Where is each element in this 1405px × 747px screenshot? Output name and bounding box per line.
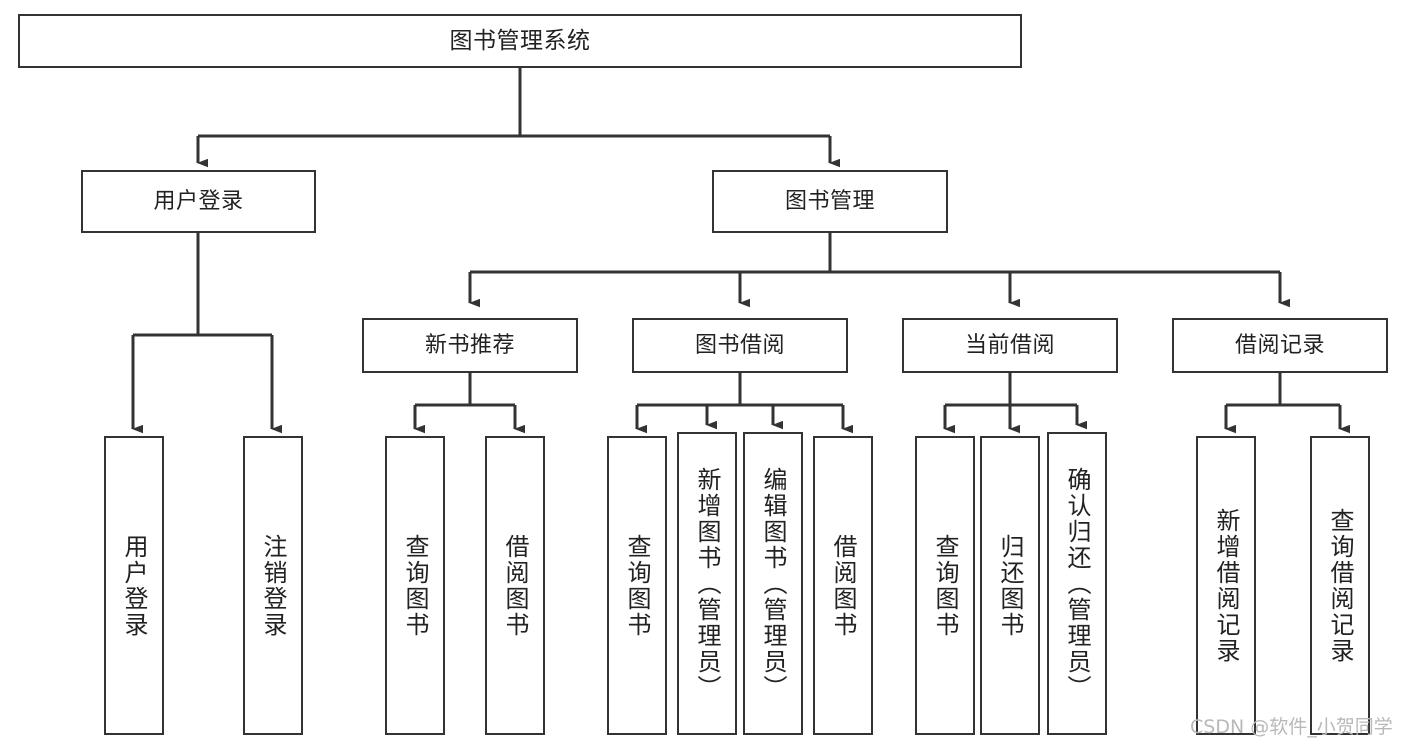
node-label: 当前借阅 bbox=[964, 332, 1055, 358]
node-current-borrow[interactable]: 当前借阅 bbox=[902, 318, 1118, 373]
node-label: 查询图书 bbox=[623, 533, 651, 638]
node-book-borrow[interactable]: 图书借阅 bbox=[632, 318, 848, 373]
node-label: 借阅图书 bbox=[501, 533, 529, 638]
node-label: 借阅图书 bbox=[829, 533, 857, 638]
leaf-borrow-record-add[interactable]: 新增借阅记录 bbox=[1196, 436, 1256, 735]
leaf-current-borrow-query[interactable]: 查询图书 bbox=[915, 436, 975, 735]
leaf-user-login-logout[interactable]: 注销登录 bbox=[243, 436, 303, 735]
node-label: 查询借阅记录 bbox=[1326, 507, 1354, 664]
node-label: 图书管理 bbox=[784, 188, 875, 214]
leaf-book-borrow-add-admin[interactable]: 新增图书（管理员） bbox=[677, 432, 737, 735]
leaf-new-book-borrow[interactable]: 借阅图书 bbox=[485, 436, 545, 735]
node-label: 用户登录 bbox=[153, 188, 244, 214]
node-root-book-management-system[interactable]: 图书管理系统 bbox=[18, 14, 1022, 68]
node-label: 用户登录 bbox=[120, 533, 148, 638]
node-label: 新增图书（管理员） bbox=[693, 466, 721, 701]
node-new-book-recommend[interactable]: 新书推荐 bbox=[362, 318, 578, 373]
leaf-book-borrow-query[interactable]: 查询图书 bbox=[607, 436, 667, 735]
node-borrow-record[interactable]: 借阅记录 bbox=[1172, 318, 1388, 373]
leaf-book-borrow-edit-admin[interactable]: 编辑图书（管理员） bbox=[743, 432, 803, 735]
node-book-management[interactable]: 图书管理 bbox=[712, 170, 948, 233]
leaf-user-login-login[interactable]: 用户登录 bbox=[104, 436, 164, 735]
node-label: 图书管理系统 bbox=[449, 27, 591, 54]
node-label: 编辑图书（管理员） bbox=[759, 466, 787, 701]
node-label: 新书推荐 bbox=[424, 332, 515, 358]
node-label: 查询图书 bbox=[401, 533, 429, 638]
leaf-current-borrow-confirm-admin[interactable]: 确认归还（管理员） bbox=[1047, 432, 1107, 735]
leaf-borrow-record-query[interactable]: 查询借阅记录 bbox=[1310, 436, 1370, 735]
leaf-new-book-query[interactable]: 查询图书 bbox=[385, 436, 445, 735]
node-label: 注销登录 bbox=[259, 533, 287, 638]
node-label: 借阅记录 bbox=[1234, 332, 1325, 358]
node-user-login[interactable]: 用户登录 bbox=[81, 170, 316, 233]
node-label: 查询图书 bbox=[931, 533, 959, 638]
leaf-book-borrow-borrow[interactable]: 借阅图书 bbox=[813, 436, 873, 735]
node-label: 新增借阅记录 bbox=[1212, 507, 1240, 664]
node-label: 确认归还（管理员） bbox=[1063, 466, 1091, 701]
leaf-current-borrow-return[interactable]: 归还图书 bbox=[980, 436, 1040, 735]
node-label: 图书借阅 bbox=[694, 332, 785, 358]
node-label: 归还图书 bbox=[996, 533, 1024, 638]
